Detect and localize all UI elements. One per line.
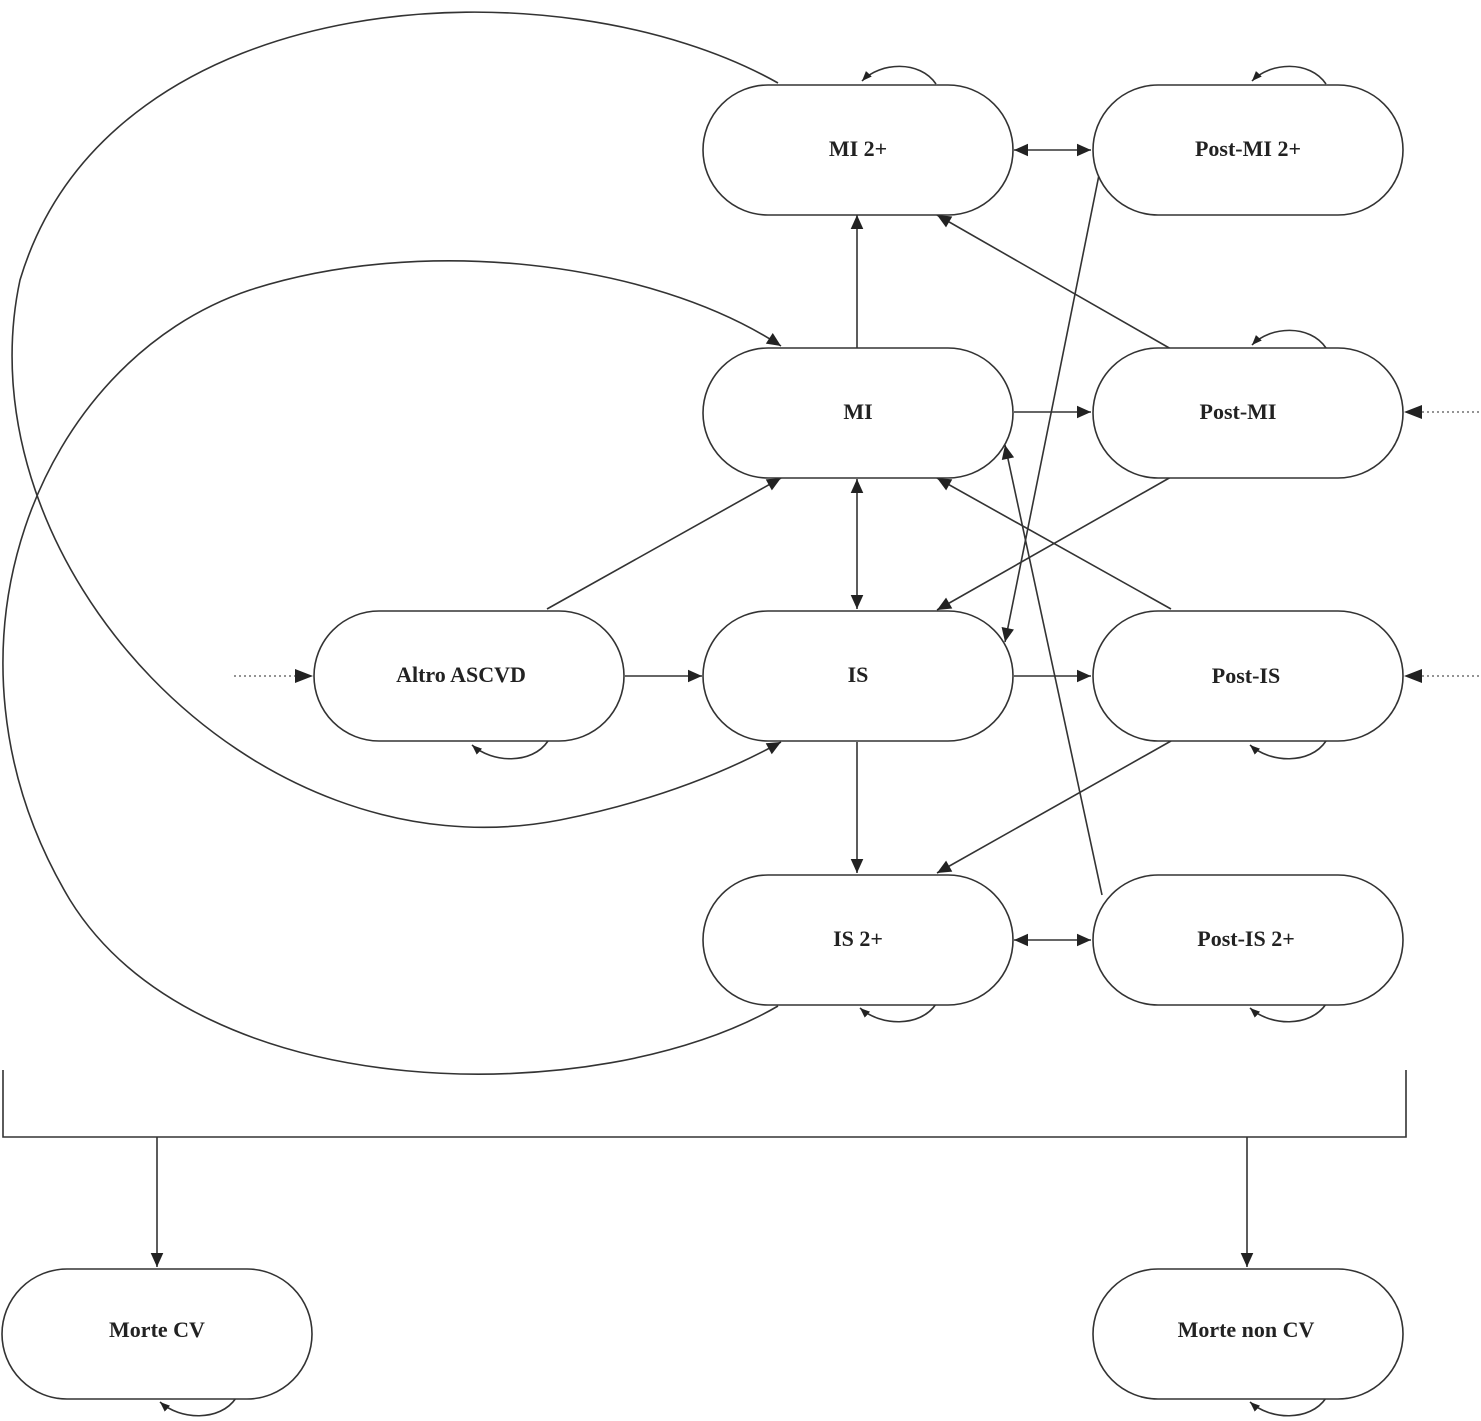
node-mortecv-label: Morte CV: [109, 1317, 205, 1342]
node-is: IS: [702, 610, 1014, 742]
edge-postis-to-mi: [936, 477, 1172, 610]
node-postmi-label: Post-MI: [1200, 399, 1277, 424]
self-loop-postmi: [1251, 329, 1327, 349]
self-loop-postis: [1249, 740, 1327, 760]
edge-mi2-to-is-arc: [11, 11, 782, 829]
self-loop-mortenoncv: [1249, 1397, 1327, 1417]
node-is-label: IS: [848, 662, 869, 687]
self-loop-mortecv: [159, 1397, 237, 1417]
node-is2-label: IS 2+: [833, 926, 883, 951]
entry-postmi-head: [1404, 405, 1422, 419]
edge-postmi-to-mi2: [936, 214, 1172, 350]
edge-postmi2-to-is: [1001, 159, 1103, 643]
self-loop-mi2: [861, 65, 937, 85]
node-postmi2-label: Post-MI 2+: [1195, 136, 1301, 161]
node-mi: MI: [702, 347, 1014, 479]
edge-postis-to-is2: [936, 740, 1172, 874]
edge-postis2-to-mi: [1001, 444, 1103, 896]
node-altro: Altro ASCVD: [313, 610, 625, 742]
entry-altro-head: [295, 669, 313, 683]
self-loop-altro: [471, 740, 549, 760]
node-postis2: Post-IS 2+: [1092, 874, 1404, 1006]
node-postmi: Post-MI: [1092, 347, 1404, 479]
node-mi2: MI 2+: [702, 84, 1014, 216]
node-postmi2: Post-MI 2+: [1092, 84, 1404, 216]
node-mortecv: Morte CV: [1, 1268, 313, 1400]
entry-postis-head: [1404, 669, 1422, 683]
self-loop-postis2: [1249, 1003, 1327, 1023]
node-mi-label: MI: [843, 399, 872, 424]
self-loop-postmi2: [1251, 65, 1327, 85]
node-postis-label: Post-IS: [1212, 663, 1280, 688]
node-postis: Post-IS: [1092, 610, 1404, 742]
node-is2: IS 2+: [702, 874, 1014, 1006]
node-mi2-label: MI 2+: [829, 136, 887, 161]
node-postis2-label: Post-IS 2+: [1197, 926, 1295, 951]
self-loop-is2: [859, 1003, 937, 1023]
node-mortenoncv: Morte non CV: [1092, 1268, 1404, 1400]
edge-is2-to-mi-arc: [2, 260, 782, 1075]
edge-altro-to-mi: [546, 477, 782, 610]
node-mortenoncv-label: Morte non CV: [1178, 1317, 1315, 1342]
node-altro-label: Altro ASCVD: [396, 662, 526, 687]
death-bracket: [2, 1070, 1407, 1138]
